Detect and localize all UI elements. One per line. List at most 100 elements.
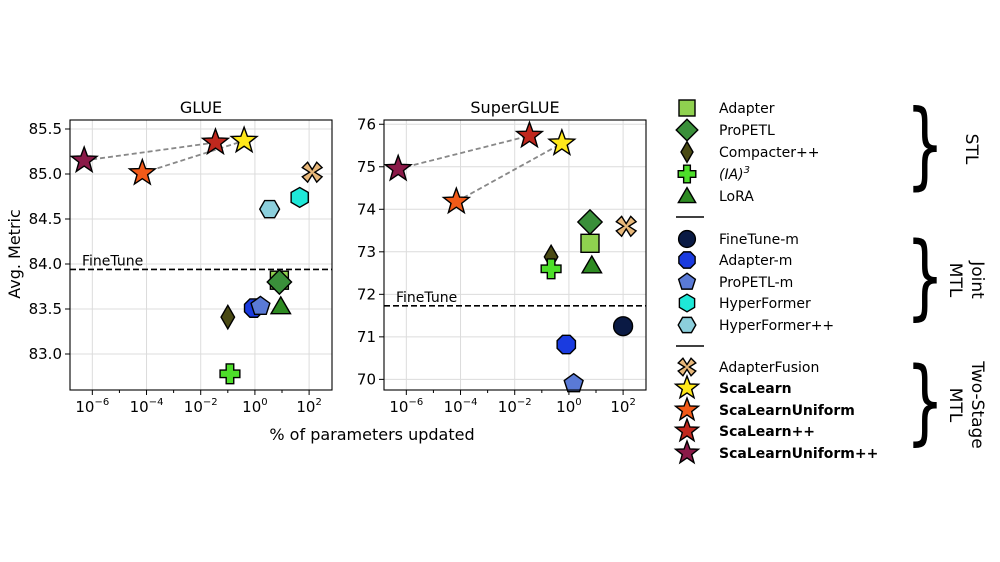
finetune-reference-label: FineTune <box>396 290 457 306</box>
legend-label: (IA)3 <box>719 165 750 183</box>
legend-marker-scalearnuniform <box>673 395 701 422</box>
y-tick-label: 83.0 <box>29 345 62 363</box>
y-tick-label: 76 <box>357 115 376 133</box>
point-finetune-m <box>612 316 634 337</box>
point-hyperformer <box>290 186 309 209</box>
chart-title: GLUE <box>180 98 222 117</box>
legend-item-hyperformerplusplus: HyperFormer++ <box>677 316 834 334</box>
legend-item-scalearn: ScaLearn <box>673 373 792 400</box>
legend-item-compacterplusplus: Compacter++ <box>680 140 819 164</box>
point-adapterfusion <box>301 161 324 184</box>
point-lora <box>269 295 292 315</box>
legend-marker-ia-3 <box>677 164 697 184</box>
group-brace: } <box>906 348 944 456</box>
legend-label: Adapter <box>719 101 775 117</box>
legend-label: Compacter++ <box>719 145 819 161</box>
point-lora <box>580 254 603 274</box>
point-propetl <box>266 268 293 296</box>
x-tick-label: 100 <box>556 397 581 416</box>
point-propetl <box>576 208 604 236</box>
legend-item-ia-3: (IA)3 <box>677 164 750 184</box>
legend-item-scalearnuniformplusplus: ScaLearnUniform++ <box>673 438 878 465</box>
group-brace: } <box>906 89 944 200</box>
legend-marker-adapterfusion <box>677 357 697 377</box>
legend-item-hyperformer: HyperFormer <box>678 293 811 313</box>
legend-label: ProPETL <box>719 123 775 139</box>
legend-item-lora: LoRA <box>677 186 754 205</box>
group-label-stl: STL <box>961 134 981 165</box>
x-tick-label: 10−2 <box>184 397 218 416</box>
y-tick-label: 71 <box>357 328 376 346</box>
group-label-joint-mtl: Joint <box>967 260 987 299</box>
connector-line <box>142 139 245 174</box>
legend-marker-adapter <box>678 99 696 117</box>
y-tick-label: 70 <box>357 370 376 388</box>
y-tick-label: 75 <box>357 158 376 176</box>
point-propetl-m <box>250 295 271 316</box>
point-scalearn <box>547 127 577 156</box>
legend-label: FineTune-m <box>719 232 799 248</box>
point-ia-3 <box>219 363 241 385</box>
y-tick-label: 73 <box>357 243 376 261</box>
legend-marker-finetune-m <box>677 229 697 249</box>
point-adapter <box>580 233 600 254</box>
legend-item-scalearnuniform: ScaLearnUniform <box>673 395 855 422</box>
legend-label: AdapterFusion <box>719 360 819 376</box>
legend-label: ScaLearnUniform <box>719 403 855 419</box>
point-scalearnuniform <box>441 186 472 215</box>
group-label-joint-mtl: MTL <box>945 263 965 298</box>
legend-marker-scalearn <box>673 373 701 400</box>
group-brace: } <box>906 223 944 331</box>
x-tick-label: 100 <box>242 397 267 416</box>
legend-label: LoRA <box>719 189 754 205</box>
legend-item-adapterfusion: AdapterFusion <box>677 357 819 377</box>
plot-frame <box>69 119 333 391</box>
finetune-reference-label: FineTune <box>82 253 143 269</box>
point-scalearnplusplus <box>200 126 231 156</box>
legend-marker-lora <box>677 186 697 204</box>
point-ia-3 <box>540 258 562 280</box>
point-adapterfusion <box>615 215 638 238</box>
x-tick-label: 10−6 <box>75 397 109 416</box>
point-scalearn <box>229 125 259 154</box>
y-tick-label: 85.5 <box>29 120 62 138</box>
legend-marker-adapter-m <box>678 251 696 269</box>
x-tick-label: 10−6 <box>389 397 423 416</box>
connector-line <box>397 134 530 170</box>
legend-item-propetl-m: ProPETL-m <box>677 272 793 291</box>
point-scalearnuniform <box>127 157 158 186</box>
x-tick-label: 10−2 <box>498 397 532 416</box>
point-compacterplusplus <box>220 303 236 331</box>
y-tick-label: 85.0 <box>29 165 62 183</box>
y-tick-label: 83.5 <box>29 300 62 318</box>
x-tick-label: 102 <box>610 397 635 416</box>
legend-label: Adapter-m <box>719 253 792 269</box>
point-scalearnplusplus <box>514 120 545 149</box>
legend-item-adapter: Adapter <box>678 99 775 117</box>
legend-label: ScaLearnUniform++ <box>719 446 878 462</box>
grid <box>70 120 332 390</box>
y-tick-label: 74 <box>357 200 376 218</box>
legend-marker-compacterplusplus <box>680 140 694 164</box>
y-tick-label: 72 <box>357 285 376 303</box>
legend-marker-scalearnplusplus <box>673 416 701 443</box>
x-tick-label: 102 <box>296 397 321 416</box>
legend-marker-propetl-m <box>677 272 697 290</box>
group-label-two-stage-mtl: MTL <box>945 388 965 423</box>
legend-item-propetl: ProPETL <box>675 118 775 142</box>
y-tick-label: 84.5 <box>29 210 62 228</box>
legend-label: HyperFormer++ <box>719 318 834 334</box>
x-axis-label: % of parameters updated <box>269 425 474 444</box>
legend-marker-hyperformer <box>678 293 696 313</box>
legend-marker-scalearnuniformplusplus <box>673 438 701 465</box>
legend-label: ProPETL-m <box>719 275 793 291</box>
point-propetl-m <box>563 372 584 393</box>
y-tick-label: 84.0 <box>29 255 62 273</box>
y-axis-label: Avg. Metric <box>5 209 24 299</box>
point-scalearnuniformplusplus <box>383 153 413 182</box>
connector-line <box>455 142 563 203</box>
